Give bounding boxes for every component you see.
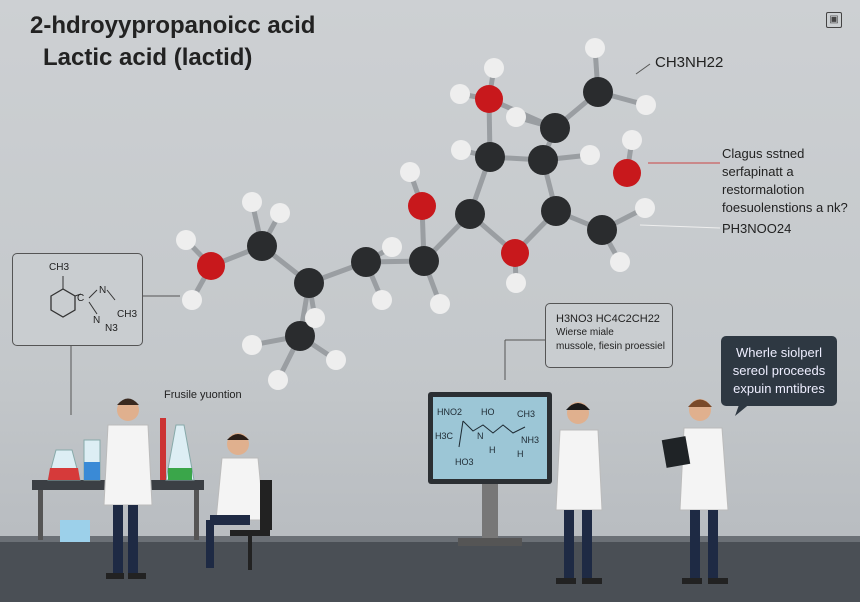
hydrogen-atom xyxy=(610,252,630,272)
floor-edge xyxy=(0,536,860,542)
screen-label: NH3 xyxy=(521,435,540,445)
carbon-atom xyxy=(583,77,613,107)
display-monitor: HNO2 HO CH3 H3C N NH3 HO3 H H xyxy=(428,392,552,484)
frame-icon[interactable]: ▣ xyxy=(826,12,842,28)
lactic-acid-molecule-model xyxy=(176,38,656,390)
title-common-name: Lactic acid (lactid) xyxy=(43,44,253,71)
label-ch3-top: CH3 xyxy=(49,262,70,273)
hydrogen-atom xyxy=(585,38,605,58)
connector-line xyxy=(635,63,651,75)
carbon-atom xyxy=(528,145,558,175)
side-note-line: restormalotion xyxy=(722,182,805,197)
label-n: N xyxy=(93,315,101,326)
hydrogen-atom xyxy=(450,84,470,104)
hydrogen-atom xyxy=(622,130,642,150)
hydrogen-atom xyxy=(242,192,262,212)
scientist-with-clipboard xyxy=(661,399,729,584)
hydrogen-atom xyxy=(635,198,655,218)
formula-label-side: PH3NOO24 xyxy=(722,221,792,236)
hydrogen-atom xyxy=(305,308,325,328)
hydrogen-atom xyxy=(580,145,600,165)
label-c: C xyxy=(77,293,85,304)
connector-line xyxy=(639,224,721,229)
screen-label: HO3 xyxy=(455,457,474,467)
side-note-line: serfapinatt a xyxy=(722,164,794,179)
bubble-line: expuin mntibres xyxy=(733,381,825,396)
title-iupac-name: 2-hdroyypropanoicc acid xyxy=(30,12,316,39)
scientist-standing-left xyxy=(103,398,153,579)
clipboard xyxy=(661,436,691,468)
carbon-atom xyxy=(247,231,277,261)
hydrogen-atom xyxy=(636,95,656,115)
info-line: mussole, fiesin proessiel xyxy=(556,341,665,352)
hydrogen-atom xyxy=(400,162,420,182)
structure-formula-box: CH3 C N N N3 CH3 xyxy=(12,253,143,346)
label-n: N xyxy=(99,285,107,296)
hydrogen-atom xyxy=(268,370,288,390)
info-line: Wierse miale xyxy=(556,327,614,338)
screen-label: CH3 xyxy=(517,409,536,419)
scientist-at-monitor xyxy=(555,402,603,584)
hydrogen-atom xyxy=(506,273,526,293)
label-ch3: CH3 xyxy=(117,309,138,320)
side-note: Clagus sstned serfapinatt a restormaloti… xyxy=(722,145,848,217)
side-note-line: Clagus sstned xyxy=(722,146,805,161)
carbon-atom xyxy=(294,268,324,298)
scientist-seated xyxy=(206,433,272,570)
hydrogen-atom xyxy=(182,290,202,310)
monitor-base xyxy=(458,538,522,546)
screen-label: H xyxy=(489,445,496,455)
carbon-atom xyxy=(541,196,571,226)
lab-caption: Frusile yuontion xyxy=(164,389,242,401)
hydrogen-atom xyxy=(326,350,346,370)
screen-label: N xyxy=(477,431,484,441)
carbon-atom xyxy=(351,247,381,277)
speech-bubble: Wherle siolperl sereol proceeds expuin m… xyxy=(721,336,837,406)
carbon-atom xyxy=(455,199,485,229)
hydrogen-atom xyxy=(451,140,471,160)
hydrogen-atom xyxy=(372,290,392,310)
hydrogen-atom xyxy=(382,237,402,257)
hydrogen-atom xyxy=(270,203,290,223)
ring-structure-drawing xyxy=(50,276,116,318)
bubble-line: Wherle siolperl xyxy=(736,345,822,360)
bubble-line: sereol proceeds xyxy=(732,363,826,378)
screen-label: HO xyxy=(481,407,495,417)
formula-label-top: CH3NH22 xyxy=(655,54,724,71)
info-formula: H3NO3 HC4C2CH22 xyxy=(556,313,660,325)
carbon-atom xyxy=(587,215,617,245)
hydrogen-atom xyxy=(506,107,526,127)
carbon-atom xyxy=(540,113,570,143)
oxygen-atom xyxy=(408,192,436,220)
screen-label: H3C xyxy=(435,431,454,441)
hydrogen-atom xyxy=(484,58,504,78)
monitor-screen: HNO2 HO CH3 H3C N NH3 HO3 H H xyxy=(433,397,547,479)
carbon-atom xyxy=(409,246,439,276)
hydrogen-atom xyxy=(430,294,450,314)
oxygen-atom xyxy=(475,85,503,113)
info-box: H3NO3 HC4C2CH22 Wierse miale mussole, fi… xyxy=(545,303,673,368)
hydrogen-atom xyxy=(176,230,196,250)
carbon-atom xyxy=(285,321,315,351)
oxygen-atom xyxy=(501,239,529,267)
label-n3: N3 xyxy=(105,323,118,334)
carbon-atom xyxy=(475,142,505,172)
side-note-line: foesuolenstions a nk? xyxy=(722,200,848,215)
screen-label: H xyxy=(517,449,524,459)
oxygen-atom xyxy=(197,252,225,280)
monitor-stand xyxy=(482,484,498,539)
oxygen-atom xyxy=(613,159,641,187)
hydrogen-atom xyxy=(242,335,262,355)
screen-label: HNO2 xyxy=(437,407,463,417)
